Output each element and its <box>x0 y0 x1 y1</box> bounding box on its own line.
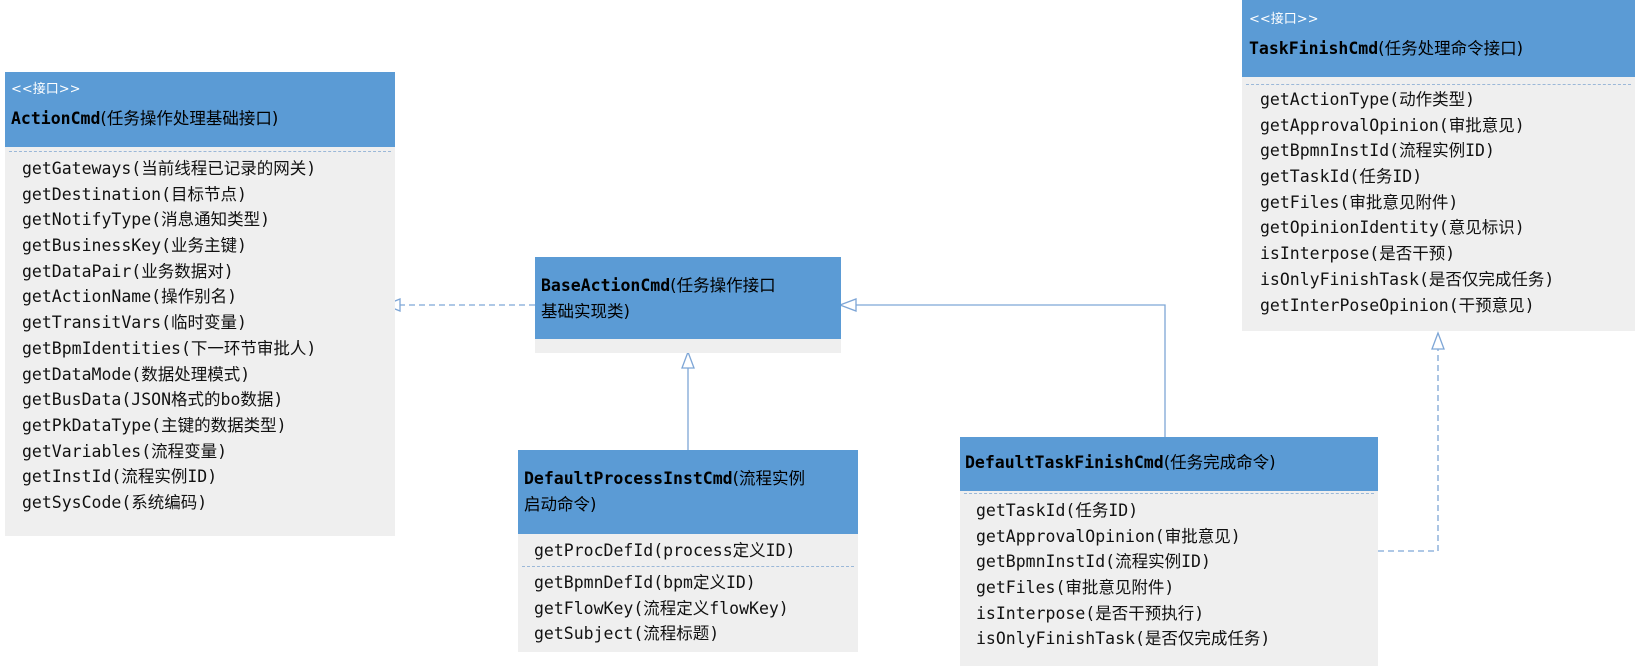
class-name: TaskFinishCmd <box>1249 39 1379 58</box>
class-description-line2: 基础实现类) <box>541 302 630 321</box>
method-list: getGateways(当前线程已记录的网关) getDestination(目标… <box>22 156 316 516</box>
method-item: getApprovalOpinion(审批意见) <box>1260 115 1525 135</box>
method-item: getTaskId(任务ID) <box>976 501 1139 520</box>
section-divider <box>964 493 1374 494</box>
class-title: DefaultProcessInstCmd(流程实例 <box>524 466 805 492</box>
section-divider <box>9 151 391 152</box>
method-item: getInterPoseOpinion(干预意见) <box>1260 295 1535 315</box>
class-description: (任务操作处理基础接口) <box>100 109 279 128</box>
class-description: (任务处理命令接口) <box>1378 39 1524 58</box>
method-item: getSubject(流程标题) <box>534 624 720 644</box>
class-title: ActionCmd(任务操作处理基础接口) <box>11 106 278 132</box>
class-baseactioncmd[interactable]: BaseActionCmd(任务操作接口 基础实现类) <box>535 257 841 353</box>
method-item: isInterpose(是否干预执行) <box>976 603 1205 623</box>
method-item: getOpinionIdentity(意见标识) <box>1260 218 1525 238</box>
method-item: getProcDefId(process定义ID) <box>534 541 796 560</box>
realization-taskfinish-to-interface <box>1378 331 1445 552</box>
method-item: getBusinessKey(业务主键) <box>22 236 247 256</box>
class-body: getTaskId(任务ID) getApprovalOpinion(审批意见) g… <box>960 491 1378 666</box>
class-body: getGateways(当前线程已记录的网关) getDestination(目标… <box>5 147 395 536</box>
method-item: getGateways(当前线程已记录的网关) <box>22 159 317 178</box>
method-item: getActionType(动作类型) <box>1260 90 1476 109</box>
class-header: <<接口>> ActionCmd(任务操作处理基础接口) <box>5 72 395 147</box>
method-item: getApprovalOpinion(审批意见) <box>976 526 1241 546</box>
class-body <box>535 339 841 353</box>
method-list-section1: getProcDefId(process定义ID) <box>534 538 795 564</box>
method-item: getDataPair(业务数据对) <box>22 261 234 281</box>
method-item: getTransitVars(临时变量) <box>22 313 247 333</box>
class-defaultprocessinstcmd[interactable]: DefaultProcessInstCmd(流程实例 启动命令) getProc… <box>518 450 858 652</box>
class-body: getProcDefId(process定义ID) getBpmnDefId(b… <box>518 534 858 652</box>
class-header: DefaultTaskFinishCmd(任务完成命令) <box>960 437 1378 491</box>
method-item: getTaskId(任务ID) <box>1260 167 1423 187</box>
class-name: BaseActionCmd <box>541 276 671 295</box>
class-header: BaseActionCmd(任务操作接口 基础实现类) <box>535 257 841 339</box>
method-item: isInterpose(是否干预) <box>1260 244 1456 264</box>
class-title: TaskFinishCmd(任务处理命令接口) <box>1249 36 1523 62</box>
method-item: getFlowKey(流程定义flowKey) <box>534 598 789 618</box>
method-item: getSysCode(系统编码) <box>22 492 208 512</box>
method-list-section2: getBpmnDefId(bpm定义ID) getFlowKey(流程定义flow… <box>534 570 789 647</box>
method-item: getNotifyType(消息通知类型) <box>22 210 271 230</box>
class-title: BaseActionCmd(任务操作接口 <box>541 273 776 299</box>
method-item: getActionName(操作别名) <box>22 287 238 307</box>
class-title: DefaultTaskFinishCmd(任务完成命令) <box>965 450 1276 476</box>
stereotype-label: <<接口>> <box>1249 12 1319 27</box>
class-name: DefaultTaskFinishCmd <box>965 453 1164 472</box>
realization-base-to-actioncmd <box>383 298 535 312</box>
method-item: getBusData(JSON格式的bo数据) <box>22 390 284 410</box>
method-item: getBpmnInstId(流程实例ID) <box>1260 141 1495 161</box>
method-item: getFiles(审批意见附件) <box>1260 192 1459 212</box>
method-item: getVariables(流程变量) <box>22 441 228 461</box>
method-item: getInstId(流程实例ID) <box>22 467 218 487</box>
method-item: getBpmnInstId(流程实例ID) <box>976 552 1211 572</box>
stereotype-label: <<接口>> <box>11 82 81 97</box>
method-item: getBpmIdentities(下一环节审批人) <box>22 338 317 358</box>
class-name: DefaultProcessInstCmd <box>524 469 733 488</box>
method-item: isOnlyFinishTask(是否仅完成任务) <box>976 629 1271 649</box>
method-list: getActionType(动作类型) getApprovalOpinion(审批… <box>1260 87 1554 318</box>
section-divider <box>522 566 854 567</box>
class-description: (任务完成命令) <box>1163 453 1276 472</box>
method-item: getDestination(目标节点) <box>22 184 247 204</box>
method-item: getDataMode(数据处理模式) <box>22 364 251 384</box>
class-description: (流程实例 <box>732 469 806 488</box>
method-item: getPkDataType(主键的数据类型) <box>22 415 287 435</box>
class-title-line2: 基础实现类) <box>541 299 630 325</box>
class-actioncmd[interactable]: <<接口>> ActionCmd(任务操作处理基础接口) getGateways… <box>5 72 395 536</box>
method-list: getTaskId(任务ID) getApprovalOpinion(审批意见) g… <box>976 498 1270 652</box>
class-body: getActionType(动作类型) getApprovalOpinion(审批… <box>1242 77 1635 331</box>
method-item: isOnlyFinishTask(是否仅完成任务) <box>1260 269 1555 289</box>
method-item: getBpmnDefId(bpm定义ID) <box>534 573 756 592</box>
class-description-line2: 启动命令) <box>524 495 597 514</box>
section-divider <box>1246 84 1631 85</box>
class-title-line2: 启动命令) <box>524 492 596 518</box>
generalization-processinst-to-base <box>681 350 695 450</box>
class-header: <<接口>> TaskFinishCmd(任务处理命令接口) <box>1242 0 1635 77</box>
class-defaulttaskfinishcmd[interactable]: DefaultTaskFinishCmd(任务完成命令) getTaskId(任… <box>960 437 1378 666</box>
class-description: (任务操作接口 <box>670 276 776 295</box>
method-item: getFiles(审批意见附件) <box>976 578 1175 598</box>
class-header: DefaultProcessInstCmd(流程实例 启动命令) <box>518 450 858 534</box>
class-name: ActionCmd <box>11 109 101 128</box>
class-taskfinishcmd[interactable]: <<接口>> TaskFinishCmd(任务处理命令接口) getAction… <box>1242 0 1635 331</box>
generalization-taskfinish-to-base <box>838 298 1166 437</box>
